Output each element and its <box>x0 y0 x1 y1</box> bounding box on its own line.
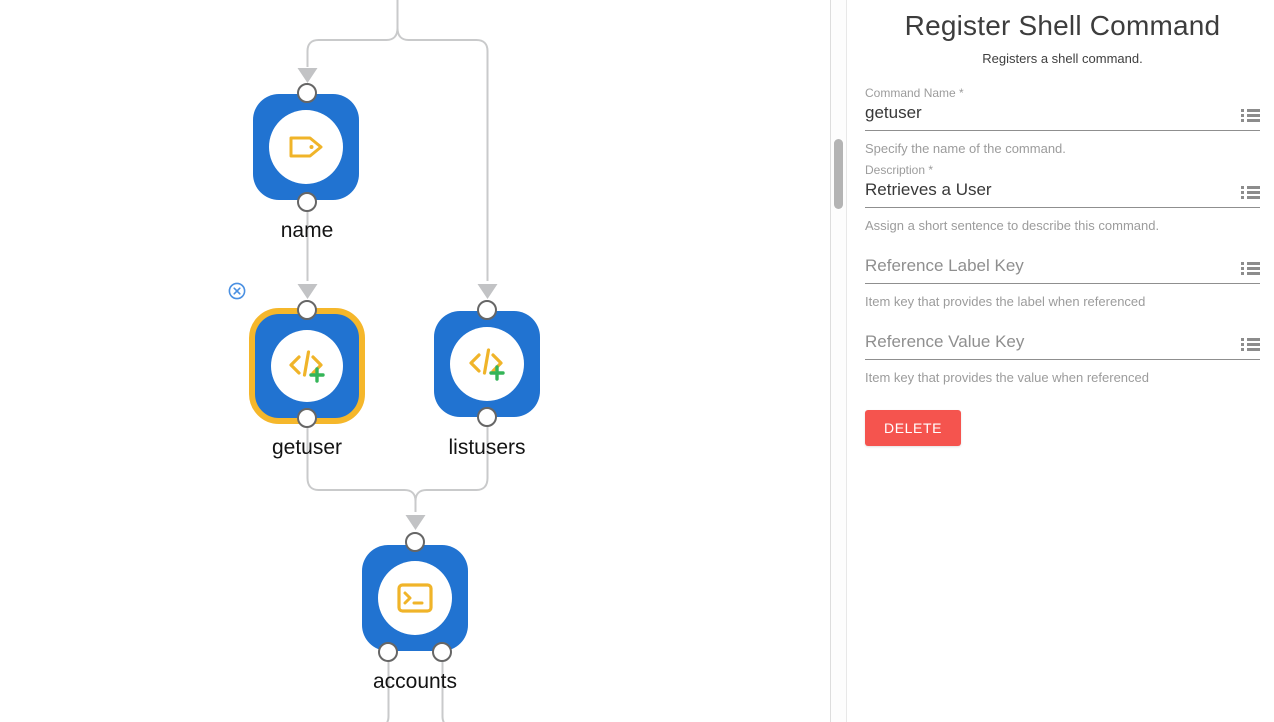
list-icon <box>1241 109 1260 122</box>
edge-listusers-to-accounts[interactable] <box>414 427 489 502</box>
node-icon-bubble <box>271 330 343 402</box>
field-command-name: Command Name * Specify the name of the c… <box>865 86 1260 156</box>
arrow-down-icon <box>297 68 318 83</box>
close-circle-icon <box>228 282 246 300</box>
pick-from-list-button[interactable] <box>1235 185 1260 201</box>
field-reference-label-key: Item key that provides the label when re… <box>865 255 1260 309</box>
node-settings-panel: Register Shell Command Registers a shell… <box>846 0 1274 722</box>
arrow-down-icon <box>405 515 426 530</box>
field-helper: Specify the name of the command. <box>865 141 1066 156</box>
edge-trunk-to-name[interactable] <box>306 0 399 67</box>
pick-from-list-button[interactable] <box>1235 108 1260 124</box>
port-name-in[interactable] <box>297 83 317 103</box>
vertical-scrollbar[interactable] <box>831 0 846 722</box>
field-helper: Item key that provides the label when re… <box>865 294 1146 309</box>
command-name-input[interactable] <box>865 102 1235 124</box>
node-icon-bubble <box>269 110 343 184</box>
code-plus-icon <box>469 348 505 381</box>
port-listusers-in[interactable] <box>477 300 497 320</box>
node-accounts[interactable] <box>362 545 468 651</box>
node-label-getuser: getuser <box>271 436 343 459</box>
edge-layer <box>297 0 498 722</box>
arrow-down-icon <box>297 284 318 299</box>
port-accounts-out-2[interactable] <box>432 642 452 662</box>
description-input[interactable] <box>865 179 1235 201</box>
field-label: Description * <box>865 163 934 177</box>
arrow-down-icon <box>477 284 498 299</box>
port-getuser-in[interactable] <box>297 300 317 320</box>
port-listusers-out[interactable] <box>477 407 497 427</box>
pick-from-list-button[interactable] <box>1235 261 1260 277</box>
node-label-accounts: accounts <box>372 670 458 693</box>
node-label-listusers: listusers <box>448 436 526 459</box>
port-accounts-in[interactable] <box>405 532 425 552</box>
field-helper: Item key that provides the value when re… <box>865 370 1149 385</box>
reference-value-key-input[interactable] <box>865 331 1235 353</box>
port-accounts-out-1[interactable] <box>378 642 398 662</box>
edge-trunk-to-listusers[interactable] <box>396 27 489 281</box>
list-icon <box>1241 262 1260 275</box>
field-label: Command Name * <box>865 86 964 100</box>
scrollbar-thumb[interactable] <box>834 139 843 209</box>
reference-label-key-input[interactable] <box>865 255 1235 277</box>
port-name-out[interactable] <box>297 192 317 212</box>
node-label-name: name <box>280 219 334 242</box>
port-getuser-out[interactable] <box>297 408 317 428</box>
panel-subtitle: Registers a shell command. <box>982 51 1143 66</box>
node-icon-bubble <box>450 327 524 401</box>
remove-connection-button[interactable] <box>228 282 246 300</box>
pick-from-list-button[interactable] <box>1235 337 1260 353</box>
field-helper: Assign a short sentence to describe this… <box>865 218 1160 233</box>
flow-canvas[interactable]: name getuser <box>0 0 831 722</box>
node-name[interactable] <box>253 94 359 200</box>
field-description: Description * Assign a short sentence to… <box>865 163 1260 233</box>
field-reference-value-key: Item key that provides the value when re… <box>865 331 1260 385</box>
tag-icon <box>289 136 323 158</box>
node-icon-bubble <box>378 561 452 635</box>
terminal-icon <box>397 583 433 613</box>
list-icon <box>1241 186 1260 199</box>
edge-getuser-to-accounts[interactable] <box>306 428 417 512</box>
code-plus-icon <box>289 350 325 383</box>
delete-button[interactable]: DELETE <box>865 410 962 446</box>
node-getuser[interactable] <box>249 308 365 424</box>
node-listusers[interactable] <box>434 311 540 417</box>
panel-title: Register Shell Command <box>904 10 1221 41</box>
list-icon <box>1241 338 1260 351</box>
